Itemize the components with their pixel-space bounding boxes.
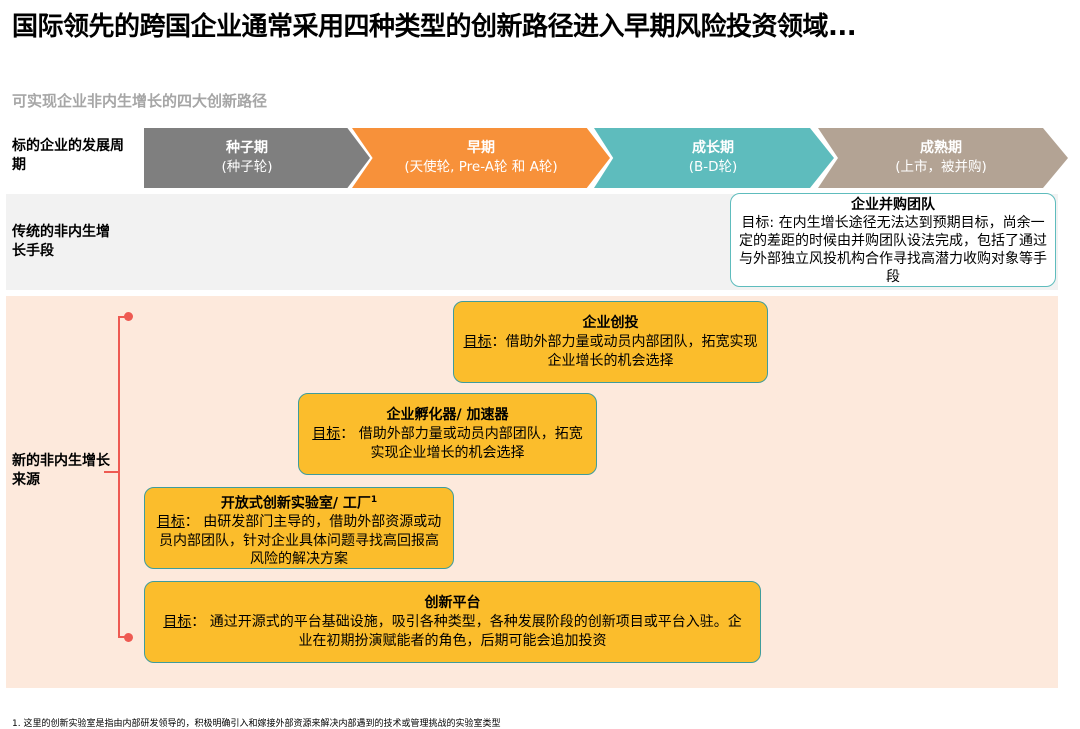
path-title-corporate-vc: 企业创投 [582, 315, 639, 331]
path-box-open-lab: 开放式创新实验室/ 工厂1 目标： 由研发部门主导的，借助外部资源或动员内部团队… [144, 487, 454, 569]
footnote: 1. 这里的创新实验室是指由内部研发领导的，积极明确引入和嫁接外部资源来解决内部… [12, 719, 501, 729]
stage-seed-sub: (种子轮) [221, 159, 273, 175]
path-text-open-lab: 目标： 由研发部门主导的，借助外部资源或动员内部团队，针对企业具体问题寻找高回报… [153, 513, 445, 569]
path-title-open-lab-text: 开放式创新实验室/ 工厂 [220, 495, 371, 512]
path-goal-text-open-lab: ： 由研发部门主导的，借助外部资源或动员内部团队，针对企业具体问题寻找高回报高风… [159, 514, 442, 568]
path-title-platform: 创新平台 [424, 595, 481, 611]
stage-seed: 种子期 (种子轮) [144, 128, 370, 188]
ma-team-text: 目标: 在内生增长途径无法达到预期目标，尚余一定的差距的时候由并购团队设法完成，… [739, 214, 1047, 286]
path-goal-label-open-lab: 目标 [156, 514, 185, 531]
stage-early-name: 早期 [467, 140, 495, 156]
page-subtitle: 可实现企业非内生增长的四大创新路径 [12, 92, 268, 110]
ma-team-goal-label: 目标: [741, 215, 775, 231]
path-text-corporate-vc: 目标：借助外部力量或动员内部团队，拓宽实现企业增长的机会选择 [462, 333, 759, 371]
stage-seed-name: 种子期 [226, 140, 268, 156]
path-goal-label-incubator: 目标 [312, 426, 341, 442]
stage-growth-sub: (B-D轮) [688, 159, 738, 175]
path-text-platform: 目标： 通过开源式的平台基础设施，吸引各种类型，各种发展阶段的创新项目或平台入驻… [153, 613, 752, 651]
bracket-bottom-tick [118, 636, 128, 638]
stage-mature-sub: (上市，被并购) [895, 159, 987, 175]
stage-mature: 成熟期 (上市，被并购) [818, 128, 1068, 188]
row-label-new-sources: 新的非内生增长来源 [12, 453, 110, 488]
ma-team-box: 企业并购团队 目标: 在内生增长途径无法达到预期目标，尚余一定的差距的时候由并购… [730, 193, 1056, 287]
ma-team-goal-text: 在内生增长途径无法达到预期目标，尚余一定的差距的时候由并购团队设法完成，包括了通… [739, 215, 1047, 285]
row-label-traditional: 传统的非内生增长手段 [12, 224, 110, 259]
path-goal-label-platform: 目标 [163, 614, 192, 630]
path-box-corporate-vc: 企业创投 目标：借助外部力量或动员内部团队，拓宽实现企业增长的机会选择 [453, 301, 768, 383]
path-title-open-lab-sup: 1 [370, 495, 378, 505]
stage-early-sub: (天使轮, Pre-A轮 和 A轮) [404, 159, 558, 175]
stage-mature-name: 成熟期 [920, 140, 962, 156]
path-goal-text-incubator: ： 借助外部力量或动员内部团队，拓宽实现企业增长的机会选择 [340, 426, 583, 461]
path-box-incubator: 企业孵化器/ 加速器 目标： 借助外部力量或动员内部团队，拓宽实现企业增长的机会… [298, 393, 597, 475]
row-label-lifecycle: 标的企业的发展周期 [12, 138, 124, 173]
path-goal-text-platform: ： 通过开源式的平台基础设施，吸引各种类型，各种发展阶段的创新项目或平台入驻。企… [191, 614, 742, 649]
path-title-open-lab: 开放式创新实验室/ 工厂1 [153, 491, 445, 513]
bracket-bottom-dot [124, 633, 133, 642]
path-text-incubator: 目标： 借助外部力量或动员内部团队，拓宽实现企业增长的机会选择 [307, 425, 588, 463]
bracket-line [118, 316, 120, 638]
page-title: 国际领先的跨国企业通常采用四种类型的创新路径进入早期风险投资领域... [12, 12, 857, 42]
path-box-platform: 创新平台 目标： 通过开源式的平台基础设施，吸引各种类型，各种发展阶段的创新项目… [144, 581, 761, 663]
path-title-incubator: 企业孵化器/ 加速器 [386, 407, 509, 423]
stage-early: 早期 (天使轮, Pre-A轮 和 A轮) [352, 128, 610, 188]
bracket-top-dot [124, 312, 133, 321]
stage-growth: 成长期 (B-D轮) [594, 128, 834, 188]
path-goal-label-corporate-vc: 目标 [463, 334, 492, 350]
stage-growth-name: 成长期 [692, 140, 734, 156]
ma-team-title: 企业并购团队 [851, 197, 935, 213]
bracket-top-tick [118, 316, 128, 318]
bracket-mid-tick [104, 471, 118, 473]
path-goal-text-corporate-vc: ：借助外部力量或动员内部团队，拓宽实现企业增长的机会选择 [491, 334, 758, 369]
